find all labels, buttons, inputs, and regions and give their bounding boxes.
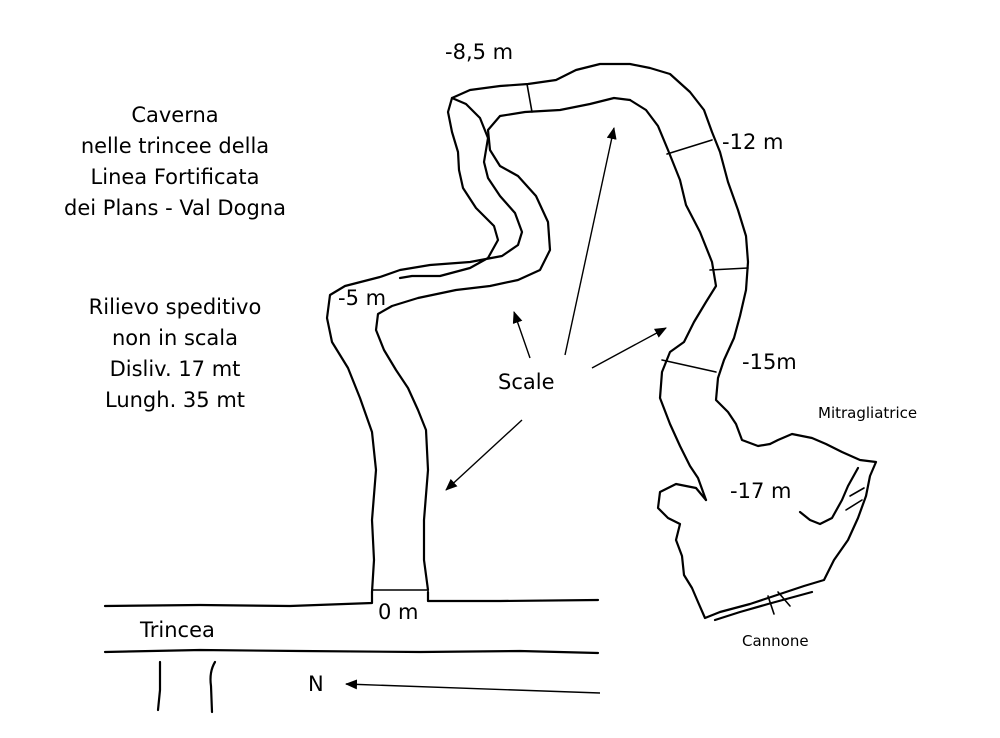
survey-title: Caverna nelle trincee della Linea Fortif… [20,100,330,224]
info-line: Lungh. 35 mt [104,388,246,412]
title-line: dei Plans - Val Dogna [64,196,286,220]
survey-info: Rilievo speditivo non in scala Disliv. 1… [20,292,330,416]
north-arrow [345,679,601,694]
info-line: non in scala [111,326,239,350]
depth-label-8-5: -8,5 m [445,40,514,64]
mitragliatrice-label: Mitragliatrice [818,404,918,422]
depth-label-12: -12 m [722,130,784,154]
depth-label-17: -17 m [730,479,792,503]
scale-arrows [445,127,667,491]
trench [103,589,600,714]
bottom-chamber [656,432,878,622]
info-line: Disliv. 17 mt [109,357,241,381]
upper-right-passage [450,62,772,502]
north-label: N [308,672,324,696]
title-line: Caverna [131,103,219,127]
scale-label: Scale [498,370,555,394]
cannone-label: Cannone [742,632,809,650]
depth-label-0: 0 m [378,600,419,624]
title-line: Linea Fortificata [90,165,260,189]
trincea-label: Trincea [140,618,215,642]
info-line: Rilievo speditivo [88,295,262,319]
left-passage [325,96,632,594]
depth-label-5: -5 m [338,286,387,310]
title-line: nelle trincee della [80,134,270,158]
depth-label-15: -15m [742,350,797,374]
